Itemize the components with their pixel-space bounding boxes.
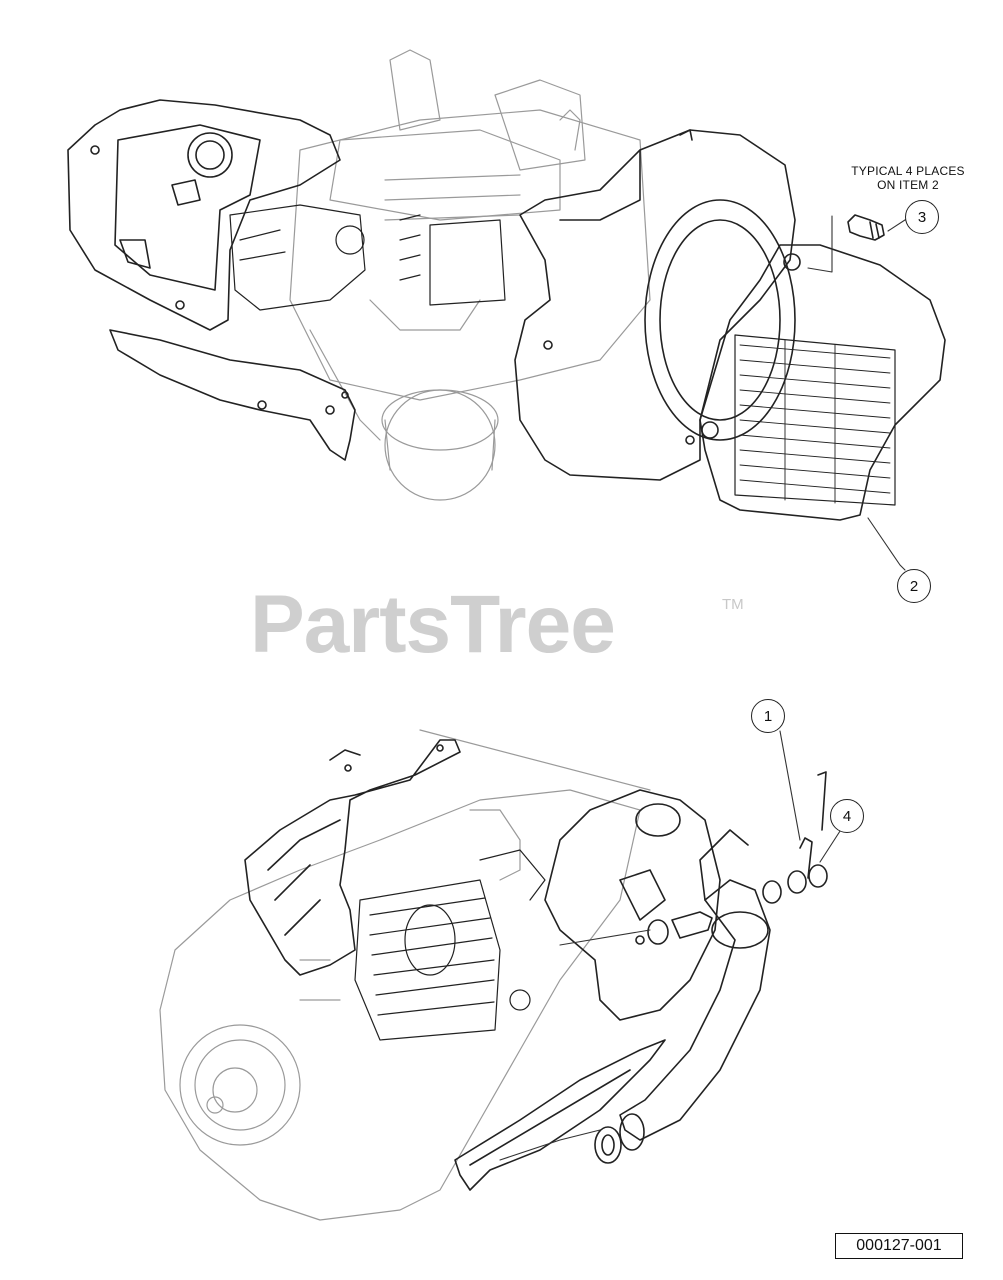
callout-1: 1 (751, 699, 785, 733)
lower-engine-block-ghost (159, 729, 651, 1221)
cylinder-fins (354, 849, 546, 1041)
screw-item-3 (847, 214, 885, 241)
exhaust-plate (544, 789, 721, 1021)
cylinder-head-cover (67, 99, 341, 331)
trademark-symbol: TM (722, 596, 744, 613)
callout-3: 3 (905, 200, 939, 234)
rotating-screen-item-2 (699, 244, 946, 521)
callout-1-label: 1 (763, 707, 773, 725)
drawing-number: 000127-001 (856, 1237, 942, 1254)
callout-2-label: 2 (909, 577, 919, 595)
partstree-watermark: PartsTree (250, 579, 616, 670)
hardware-items-1-4 (762, 771, 828, 904)
gaskets-and-bolts (594, 911, 713, 1164)
leader-lines-upper (807, 215, 909, 571)
lower-engine-assembly (159, 729, 843, 1221)
leader-lines-lower (499, 730, 843, 1161)
callout-4-label: 4 (842, 807, 852, 825)
typical-places-note: TYPICAL 4 PLACES ON ITEM 2 (838, 164, 978, 192)
exhaust-pipe (619, 829, 771, 1151)
note-line-2: ON ITEM 2 (877, 178, 939, 192)
note-line-1: TYPICAL 4 PLACES (851, 164, 965, 178)
blower-housing (514, 129, 796, 481)
callout-4: 4 (830, 799, 864, 833)
engine-center-detail (229, 204, 506, 311)
engine-block-ghost (289, 49, 651, 501)
lower-baffle-bracket (109, 329, 356, 461)
bottom-heat-shield (454, 1039, 666, 1191)
callout-2: 2 (897, 569, 931, 603)
callout-3-label: 3 (917, 208, 927, 226)
upper-engine-assembly (67, 49, 946, 571)
drawing-number-box: 000127-001 (835, 1233, 963, 1259)
lower-head-cover (244, 739, 461, 976)
